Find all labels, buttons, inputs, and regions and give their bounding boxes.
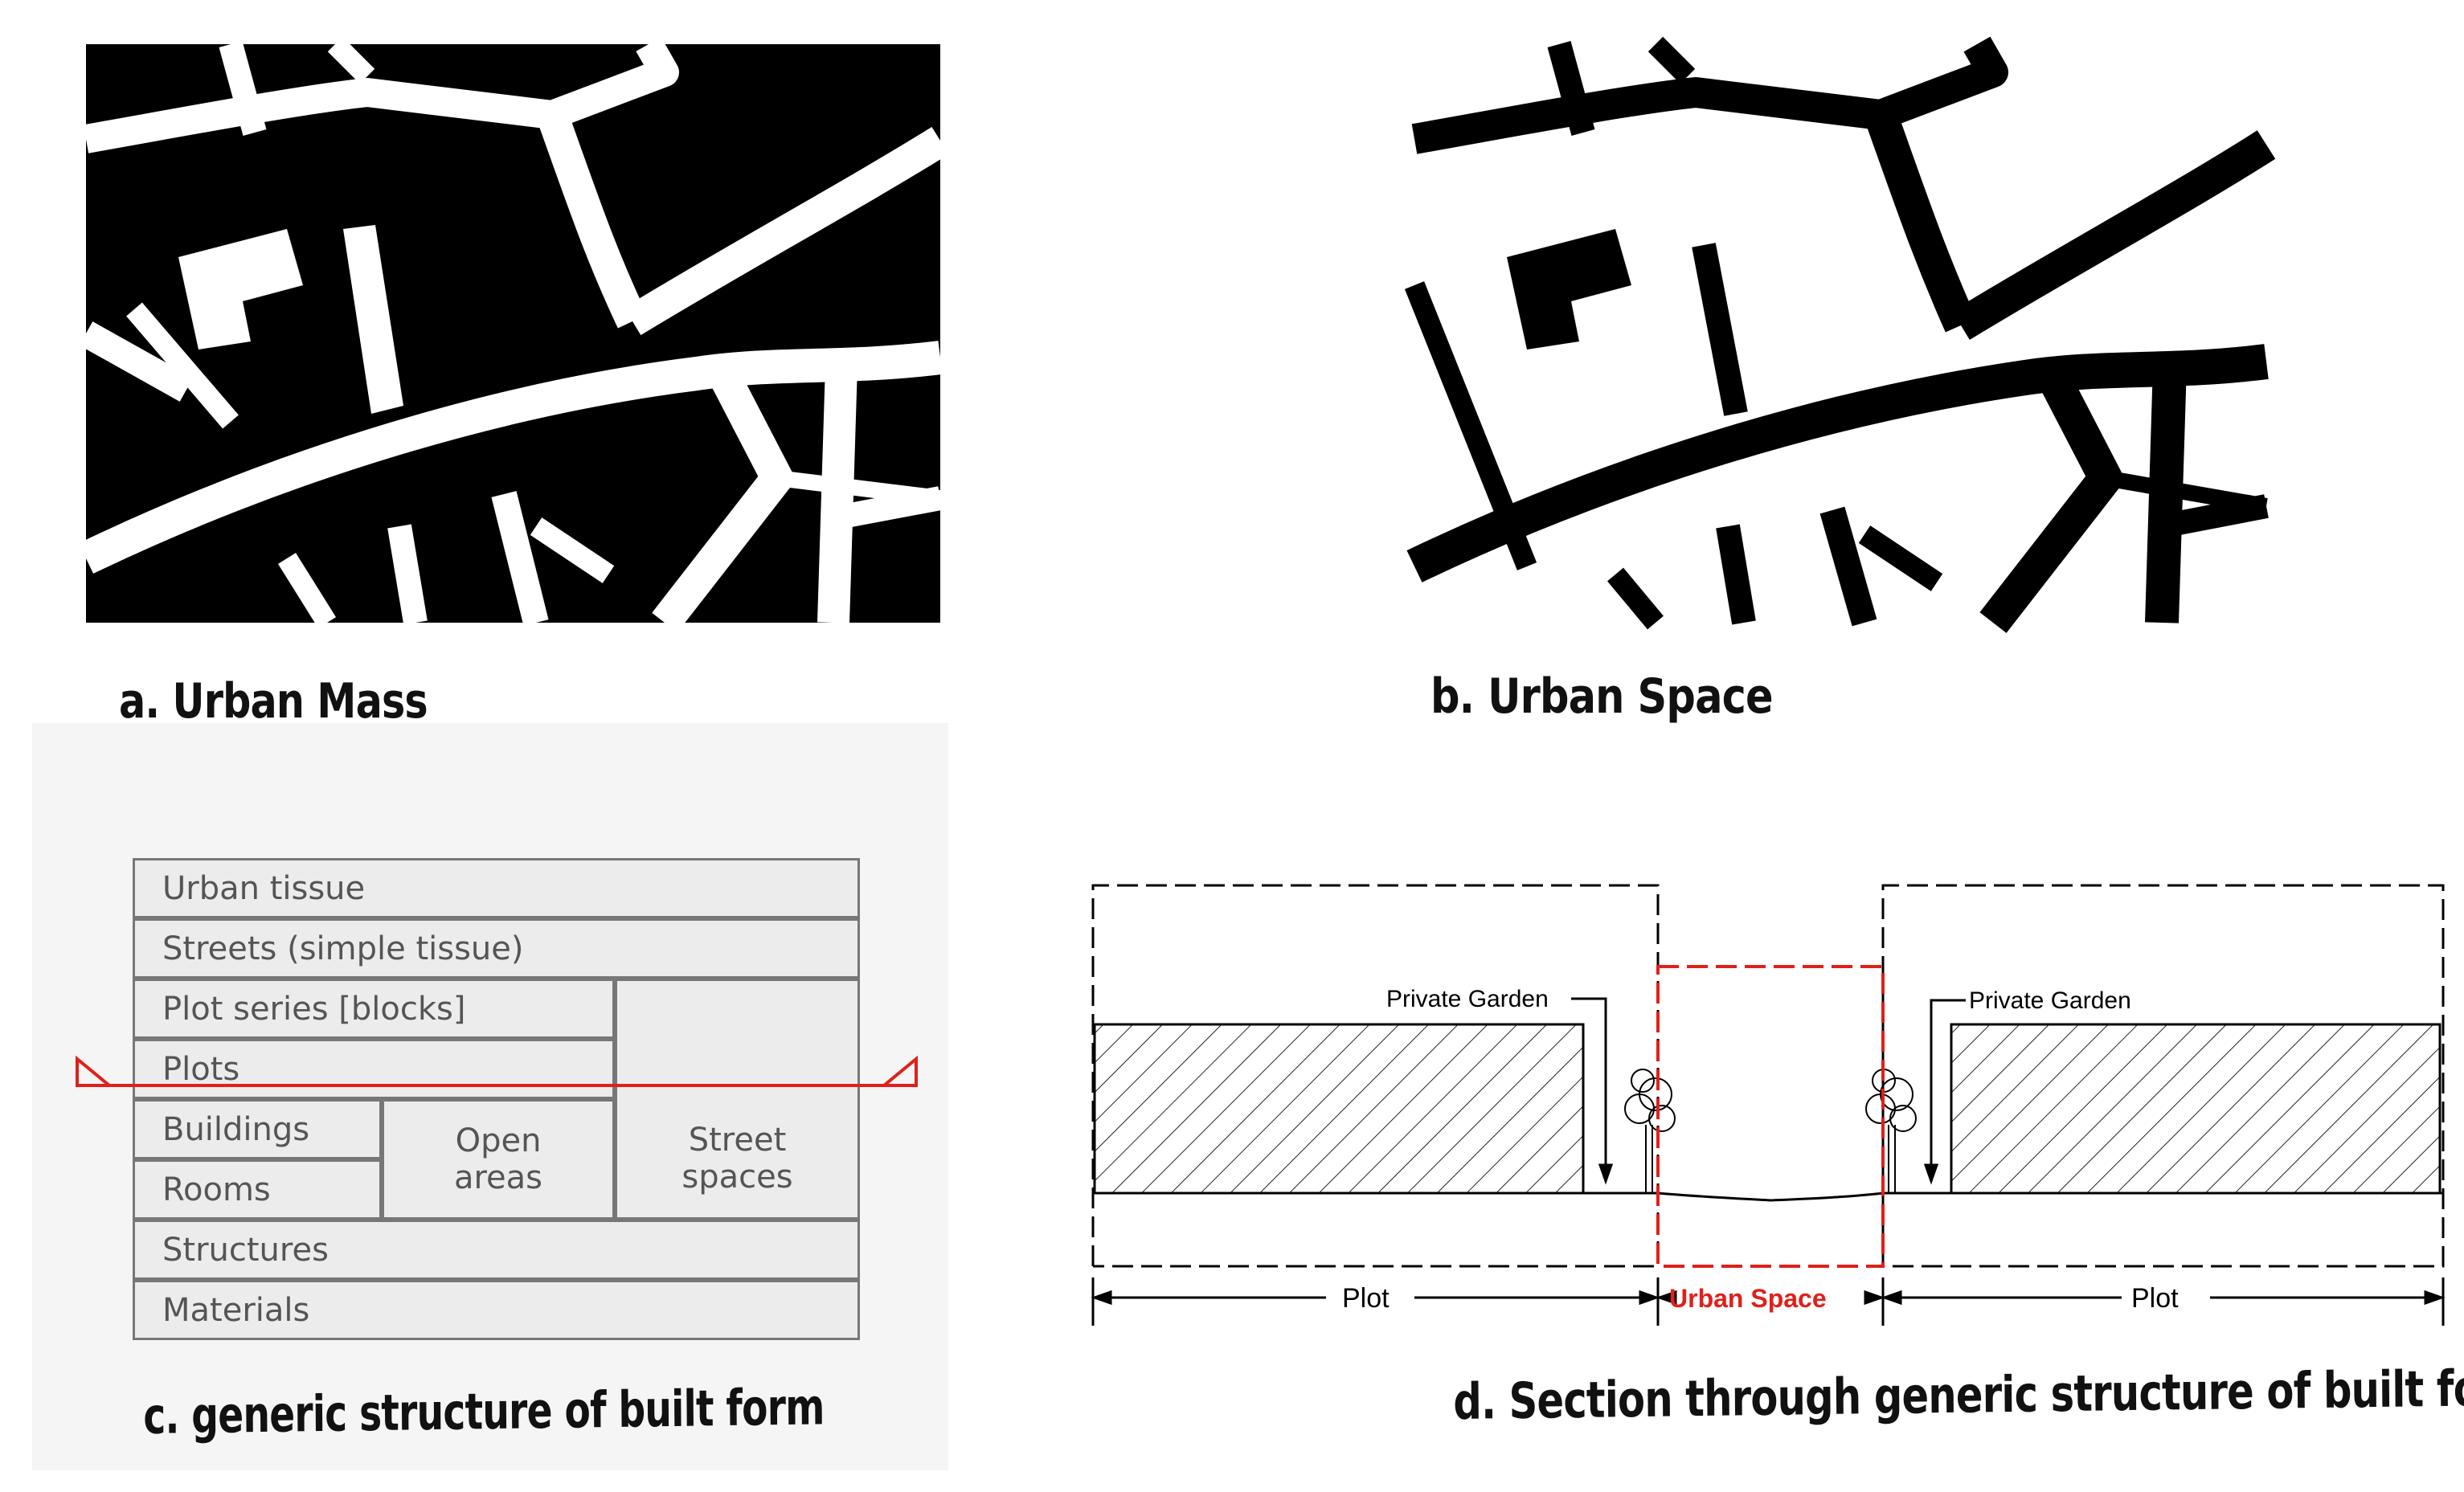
urban-space-square xyxy=(1507,229,1631,349)
cell-plots: Plots xyxy=(133,1039,615,1099)
urban-mass-street xyxy=(652,362,793,633)
building-left xyxy=(1093,1023,1585,1195)
private-garden-arrow-right xyxy=(1923,1163,1939,1185)
urban-mass-main-street xyxy=(78,341,943,574)
tree-left xyxy=(1624,1069,1676,1193)
urban-space-street xyxy=(1716,524,1756,625)
urban-space-main-street xyxy=(1406,344,2269,582)
urban-space-street xyxy=(2145,365,2187,623)
urban-mass-street xyxy=(219,41,267,136)
urban-mass-street xyxy=(624,126,949,336)
urban-space-street xyxy=(1547,41,1595,136)
dimension-arrow xyxy=(1091,1290,1112,1306)
dimension-arrow xyxy=(2424,1290,2446,1306)
label-private-garden-left: Private Garden xyxy=(1386,986,1549,1012)
urban-space-street xyxy=(1607,567,1664,630)
urban-mass-street xyxy=(817,365,857,623)
caption-section: d. Section through generic structure of … xyxy=(1453,1358,2464,1431)
label-urban-space: Urban Space xyxy=(1669,1284,1827,1313)
plot-envelope-left xyxy=(1091,884,1660,1268)
cell-plot-series: Plot series [blocks] xyxy=(133,979,615,1039)
urban-mass-street xyxy=(79,321,194,402)
urban-space-street xyxy=(1819,506,1877,627)
private-garden-leader-right xyxy=(1930,999,1966,1173)
urban-mass-background xyxy=(86,44,940,623)
private-garden-arrow-left xyxy=(1598,1163,1614,1185)
urban-space-street xyxy=(1864,108,1977,333)
urban-mass-street xyxy=(831,486,943,530)
cell-streets: Streets (simple tissue) xyxy=(133,918,860,979)
cell-urban-tissue: Urban tissue xyxy=(133,858,860,918)
urban-mass-street xyxy=(387,524,428,625)
cell-rooms: Rooms xyxy=(133,1159,382,1220)
urban-space-street xyxy=(1952,130,2276,340)
urban-mass-street xyxy=(277,553,337,628)
urban-mass-street xyxy=(537,109,648,329)
dimension-arrow xyxy=(1864,1290,1885,1306)
label-private-garden-right: Private Garden xyxy=(1969,987,2131,1014)
caption-urban-space: b. Urban Space xyxy=(1431,668,1774,725)
urban-mass-street xyxy=(776,470,942,506)
tree-right xyxy=(1865,1069,1917,1193)
private-garden-leader-left xyxy=(1571,997,1607,1173)
caption-urban-mass: a. Urban Mass xyxy=(119,673,428,730)
urban-space-street xyxy=(1692,243,1748,416)
urban-mass-street xyxy=(126,302,239,429)
dimension-arrow xyxy=(1881,1290,1902,1306)
urban-space-street xyxy=(2159,494,2269,538)
urban-space-street xyxy=(1858,525,1943,591)
urban-space-upper-street xyxy=(1411,36,2008,154)
urban-mass-street xyxy=(491,491,549,626)
dimension-arrow xyxy=(1656,1290,1677,1306)
building-right xyxy=(1950,1023,2441,1195)
urban-mass-open-square xyxy=(178,229,303,349)
dimension-arrow xyxy=(1639,1290,1660,1306)
cell-buildings: Buildings xyxy=(133,1099,382,1159)
caption-generic-structure: c. generic structure of built form xyxy=(143,1377,825,1445)
label-plot-left: Plot xyxy=(1342,1283,1390,1314)
urban-mass-street xyxy=(530,517,615,583)
urban-space-street xyxy=(1404,281,1537,570)
urban-space-street xyxy=(1979,362,2122,633)
urban-space-box xyxy=(1656,965,1885,1268)
cell-structures: Structures xyxy=(133,1220,860,1280)
label-plot-right: Plot xyxy=(2131,1283,2179,1314)
urban-space-street xyxy=(1647,36,1696,84)
urban-mass-street xyxy=(327,36,375,84)
ground-profile xyxy=(1657,1192,1884,1202)
cell-materials: Materials xyxy=(133,1280,860,1340)
plot-envelope-right xyxy=(1881,884,2445,1268)
urban-mass-open-square xyxy=(343,225,403,414)
urban-space-street xyxy=(2104,470,2268,514)
urban-mass-upper-street xyxy=(83,37,679,153)
